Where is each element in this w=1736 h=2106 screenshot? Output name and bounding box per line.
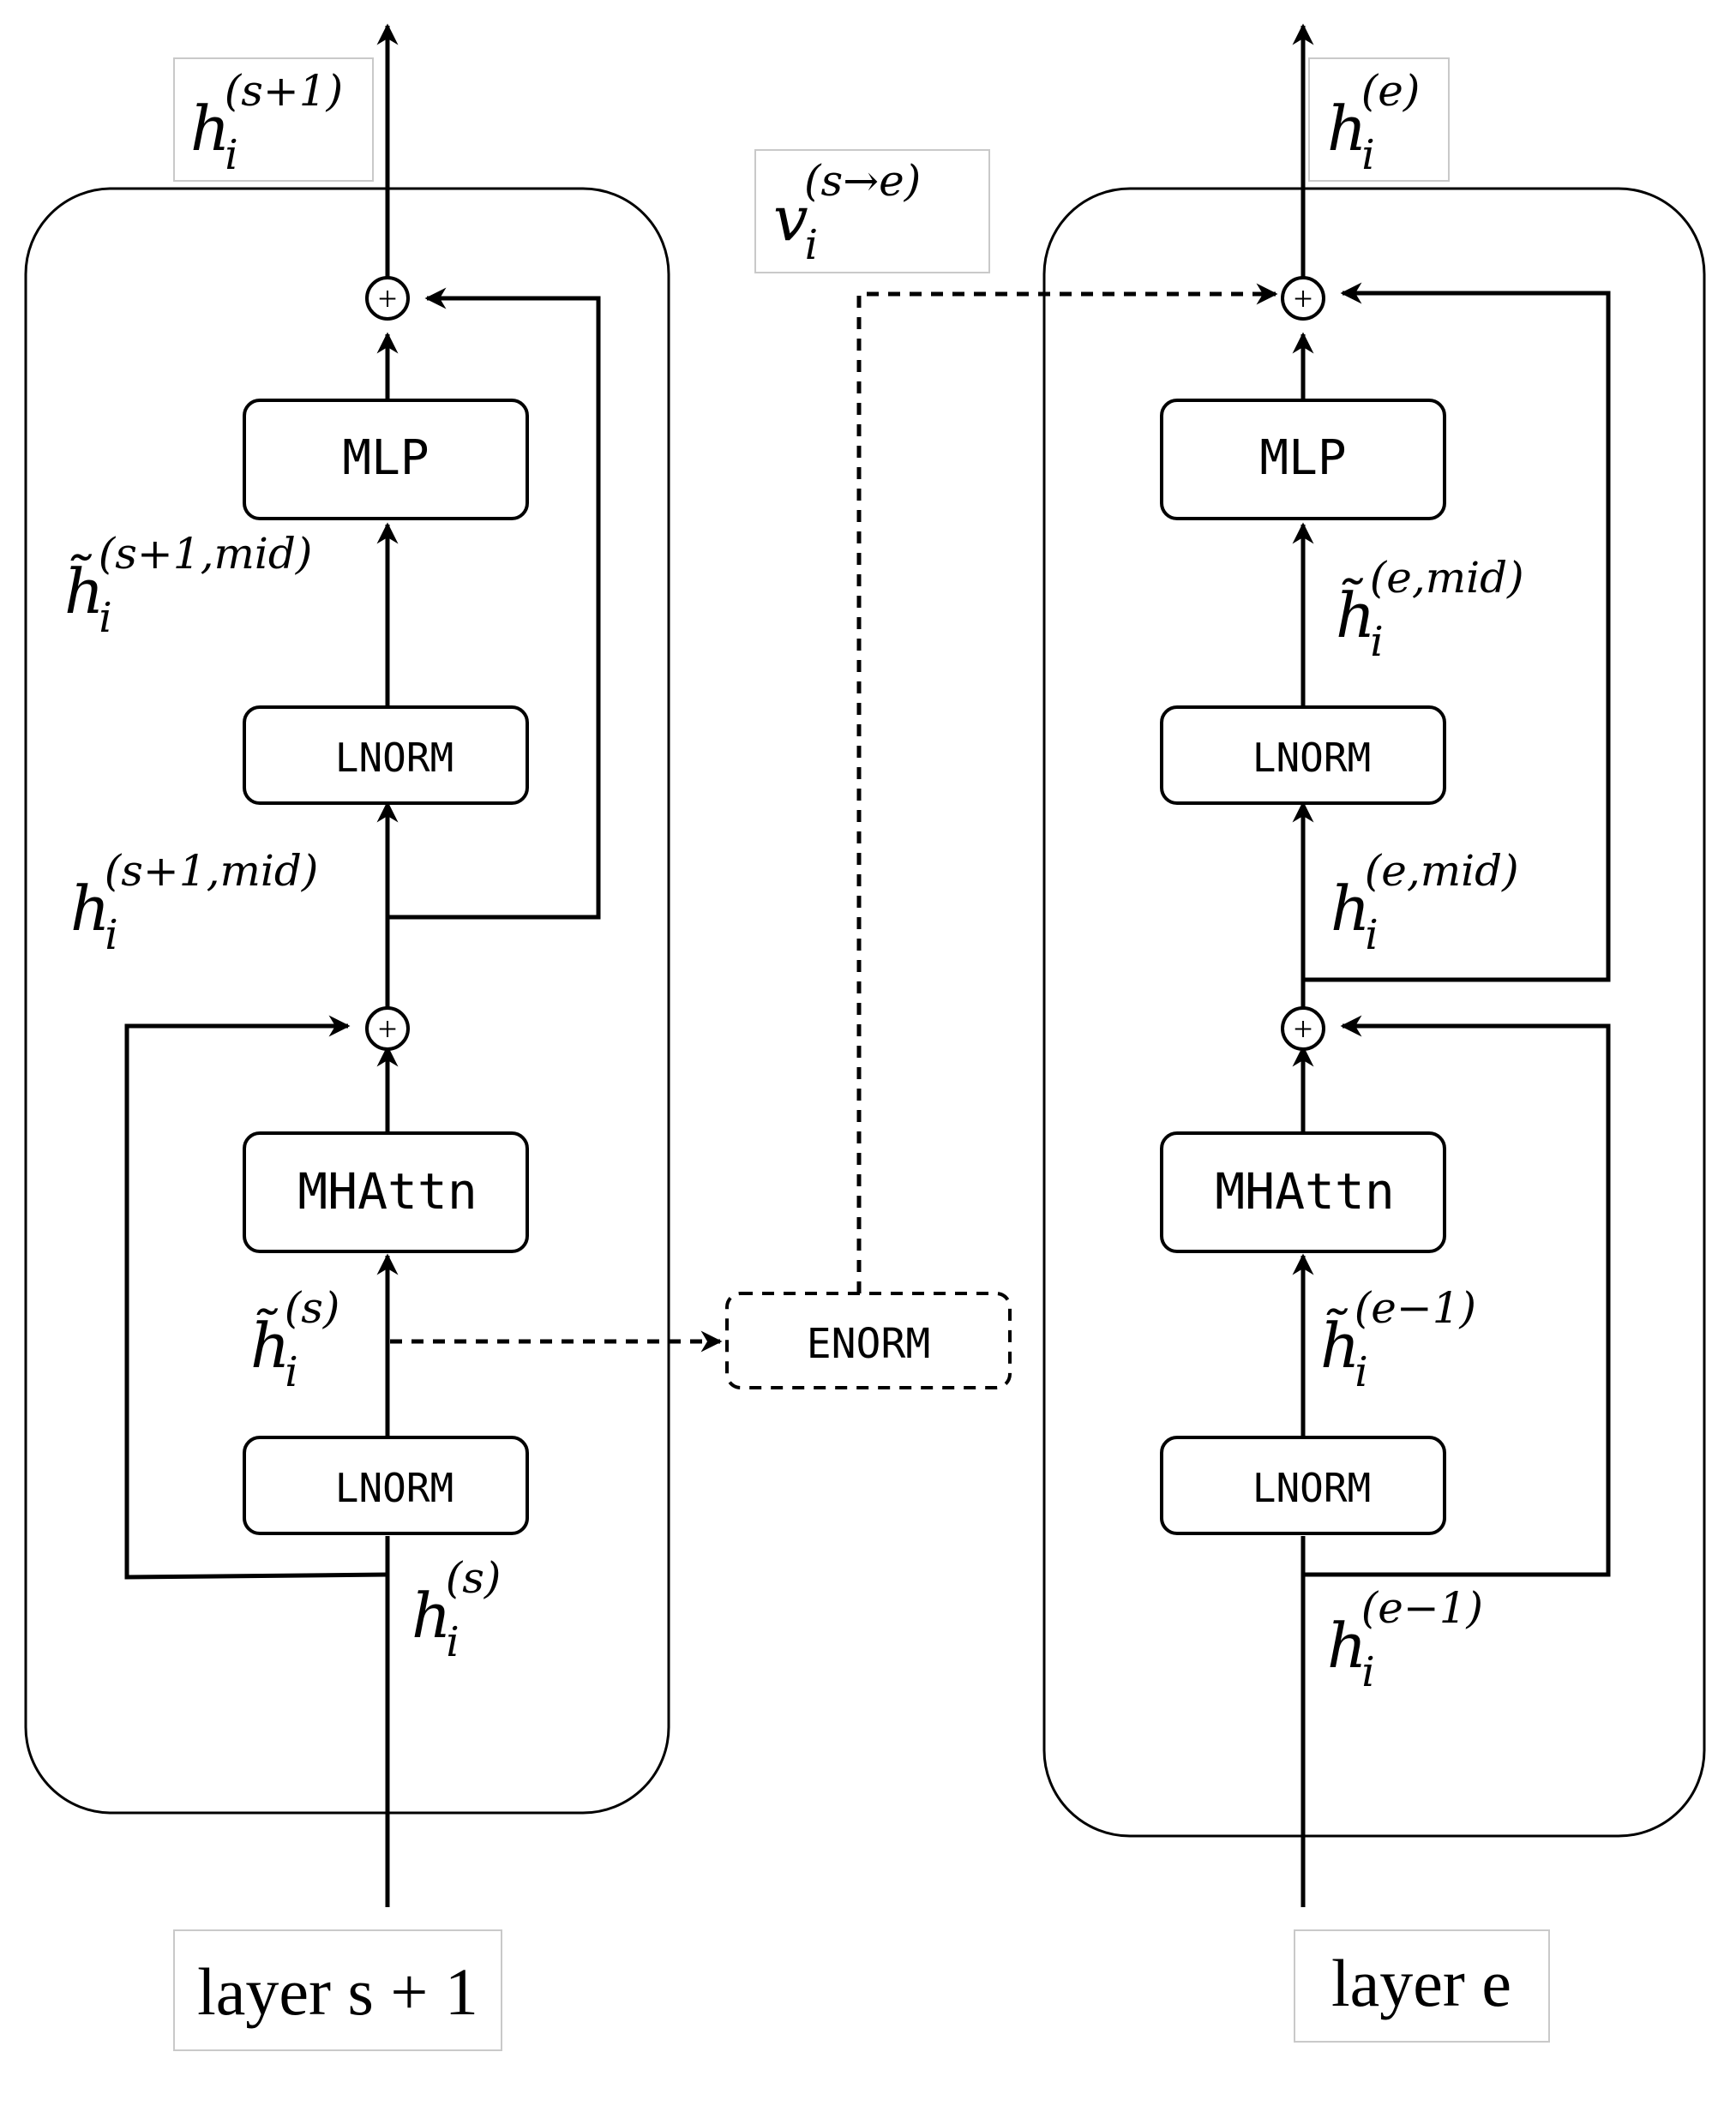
left-mhattn-label: MHAttn [297,1162,478,1221]
svg-text:hi(s+1): hi(s+1) [190,66,343,179]
svg-text:h̃i(e−1): h̃i(e−1) [1320,1283,1476,1396]
right-mlp-input-label: h̃i(e,mid) [1336,553,1524,666]
right-caption: layer e [1294,1929,1550,2043]
right-mhattn-module: MHAttn [1160,1131,1446,1253]
right-caption-text: layer e [1331,1946,1511,2020]
svg-text:hi(e): hi(e) [1327,66,1420,179]
left-caption: layer s + 1 [173,1929,502,2051]
right-lnorm-upper-label: LNORM [1252,735,1371,781]
right-mlp-residual [1303,282,1611,982]
svg-text:vi(s→e): vi(s→e) [773,156,921,269]
left-lnorm-upper-label: LNORM [335,735,454,781]
enorm-label: ENORM [807,1320,931,1368]
right-sum-symbol-bottom: + [1294,1010,1313,1048]
left-mlp-residual [387,287,601,920]
bridge-vector-label: vi(s→e) [754,149,990,273]
left-lnorm-lower-module: LNORM [243,1436,529,1535]
svg-text:h̃i(e,mid): h̃i(e,mid) [1336,553,1524,666]
left-mid-label: hi(s+1,mid) [70,846,318,959]
right-attn-input-label: h̃i(e−1) [1320,1283,1476,1396]
right-lnorm-lower-label: LNORM [1252,1465,1371,1511]
left-attn-input-label: h̃i(s) [250,1283,339,1396]
left-mlp-input-label: h̃i(s+1,mid) [64,529,312,642]
left-block-frame [24,187,670,1815]
svg-text:hi(e,mid): hi(e,mid) [1331,846,1519,959]
left-block: + + MLP LNORM MHAttn LNORM hi(s+1) [24,23,670,2051]
enorm-output-dashed-arrow [856,283,1278,1293]
left-sum-node-bottom: + [365,1006,410,1051]
right-sum-node-bottom: + [1281,1006,1325,1051]
right-mid-label: hi(e,mid) [1331,846,1519,959]
left-sum-symbol-bottom: + [378,1010,398,1048]
left-caption-text: layer s + 1 [197,1954,478,2029]
left-lnorm-upper-module: LNORM [243,705,529,805]
right-sum-symbol-top: + [1294,279,1313,318]
right-lnorm-lower-module: LNORM [1160,1436,1446,1535]
svg-text:hi(s): hi(s) [411,1553,501,1666]
left-attn-residual [124,1015,388,1580]
right-attn-residual [1303,1015,1611,1577]
right-output-label: hi(e) [1308,57,1450,182]
right-block-frame [1042,187,1706,1838]
svg-text:h̃i(s+1,mid): h̃i(s+1,mid) [64,529,312,642]
left-mhattn-module: MHAttn [243,1131,529,1253]
left-mlp-label: MLP [342,430,429,486]
enorm-module: ENORM [725,1292,1012,1389]
right-mhattn-label: MHAttn [1215,1162,1395,1221]
left-sum-symbol-top: + [378,279,398,318]
left-lnorm-lower-label: LNORM [335,1465,454,1511]
left-output-label: hi(s+1) [173,57,374,182]
right-mlp-label: MLP [1259,430,1346,486]
svg-text:hi(e−1): hi(e−1) [1327,1583,1483,1696]
right-lnorm-upper-module: LNORM [1160,705,1446,805]
right-block: + + MLP LNORM MHAttn LNORM hi(e) h [1042,23,1706,2043]
left-input-label: hi(s) [411,1553,501,1666]
left-sum-node-top: + [365,276,410,321]
right-input-label: hi(e−1) [1327,1583,1483,1696]
svg-text:h̃i(s): h̃i(s) [250,1283,339,1396]
right-mlp-module: MLP [1160,399,1446,520]
right-sum-node-top: + [1281,276,1325,321]
left-mlp-module: MLP [243,399,529,520]
bridge: ENORM vi(s→e) [390,149,1278,1389]
svg-text:hi(s+1,mid): hi(s+1,mid) [70,846,318,959]
